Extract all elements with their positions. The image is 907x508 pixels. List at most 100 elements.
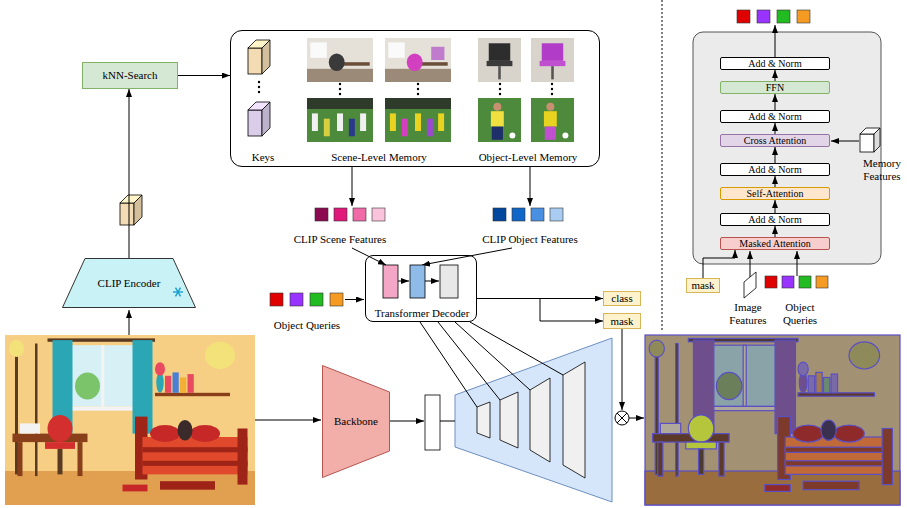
trapezoid: [323, 366, 390, 478]
ellipsis-dot: [551, 88, 553, 90]
query-square: [290, 293, 303, 306]
photo-mask: [431, 47, 444, 60]
chair-leg: [58, 449, 63, 475]
divider-line: [662, 0, 663, 330]
decoder-block: [440, 265, 458, 298]
node-text: Add & Norm: [748, 164, 801, 175]
pillow: [793, 425, 824, 442]
node-text: mask: [691, 279, 714, 291]
arrow-line: [352, 167, 353, 206]
bench: [160, 481, 215, 490]
node-text: Keys: [252, 151, 275, 163]
ellipsis-dot: [258, 81, 260, 83]
photo-chair-seat: [487, 61, 513, 66]
desk-leg: [78, 442, 83, 476]
node-text: Add & Norm: [748, 214, 801, 225]
layer-box: Add & Norm: [720, 163, 830, 176]
photo-head: [493, 103, 501, 111]
photo-chair: [407, 53, 423, 71]
photo-player: [360, 113, 366, 131]
ellipsis-dot: [417, 83, 419, 85]
flow-arrow: [775, 123, 776, 134]
layer-box: Cross Attention: [720, 134, 830, 147]
cube-side: [262, 102, 270, 136]
node-text: Scene-Level Memory: [331, 151, 427, 163]
snowflake-icon: [176, 288, 181, 297]
input-tag: mask: [686, 278, 720, 293]
query-square: [330, 293, 343, 306]
photo-floor: [385, 69, 451, 82]
node-text: FFN: [766, 82, 784, 93]
query-square: [797, 10, 810, 23]
flow-arrow: [775, 200, 776, 213]
photo-player: [415, 113, 421, 131]
photo-legs: [545, 127, 556, 140]
window: [711, 345, 777, 406]
photo-ball: [509, 132, 515, 138]
photo-stand: [385, 98, 451, 109]
feature-map: [563, 362, 585, 478]
query-square: [270, 293, 283, 306]
layer-box: Add & Norm: [720, 110, 830, 123]
chair-back: [688, 415, 714, 442]
book: [165, 376, 171, 393]
arrow-line: [629, 418, 644, 419]
flow-arrow: [477, 299, 603, 322]
photo-player: [402, 119, 408, 137]
output-tag: class: [603, 291, 641, 306]
book: [831, 374, 837, 393]
ellipsis-dot: [339, 93, 341, 95]
window-sill: [65, 406, 140, 410]
wall-ornament: [205, 342, 235, 369]
lamp-shade: [9, 340, 24, 357]
bed-stripe: [143, 461, 248, 466]
decoder-box: Transformer Decoder: [365, 255, 477, 322]
node-text: Cross Attention: [744, 135, 807, 146]
arrow-line: [129, 310, 130, 335]
ellipsis-dot: [551, 83, 553, 85]
arrow-line: [750, 251, 751, 277]
photo-chair-seat: [540, 61, 566, 66]
arrow-line: [398, 281, 409, 282]
layer-box: Add & Norm: [720, 57, 830, 70]
memory-image: [385, 38, 451, 82]
photo-bg: [478, 38, 521, 82]
ellipsis-dot: [339, 83, 341, 85]
ellipsis-dot: [499, 88, 501, 90]
photo-wall: [385, 38, 451, 82]
ellipsis-dot: [417, 88, 419, 90]
photo-player: [324, 119, 330, 137]
cube-side: [874, 128, 880, 152]
book: [808, 376, 814, 393]
bed-stripe: [785, 447, 892, 452]
node-text: mask: [610, 315, 633, 327]
annotation-label: Memory Features: [860, 157, 904, 183]
photo-chair-leg: [498, 66, 501, 79]
coat-rack: [35, 344, 38, 477]
layer-box: Masked Attention: [720, 237, 830, 250]
output-tag: mask: [603, 313, 641, 329]
rug: [765, 485, 791, 492]
cube-side: [262, 40, 270, 74]
feature-cube: [860, 128, 880, 152]
bed-foot: [882, 429, 892, 485]
cube-side: [134, 195, 142, 225]
photo-player: [427, 119, 433, 137]
pixel-decoder: [455, 338, 612, 502]
memory-image: [307, 98, 373, 142]
book: [180, 378, 186, 393]
decoder-link: [455, 322, 530, 390]
teddy-bear: [821, 420, 836, 440]
backbone-trapezoid: Backbone: [322, 365, 390, 478]
chair-leg: [699, 449, 704, 475]
bed-stripe: [143, 447, 248, 452]
teddy-bear: [178, 420, 193, 440]
floor: [645, 471, 900, 505]
wall: [645, 335, 900, 505]
arrow-line: [622, 329, 623, 410]
node-text: CLIP Encoder: [98, 277, 161, 289]
backbone-feature: [425, 395, 440, 450]
flower: [155, 362, 165, 376]
photo-stand: [307, 98, 373, 109]
